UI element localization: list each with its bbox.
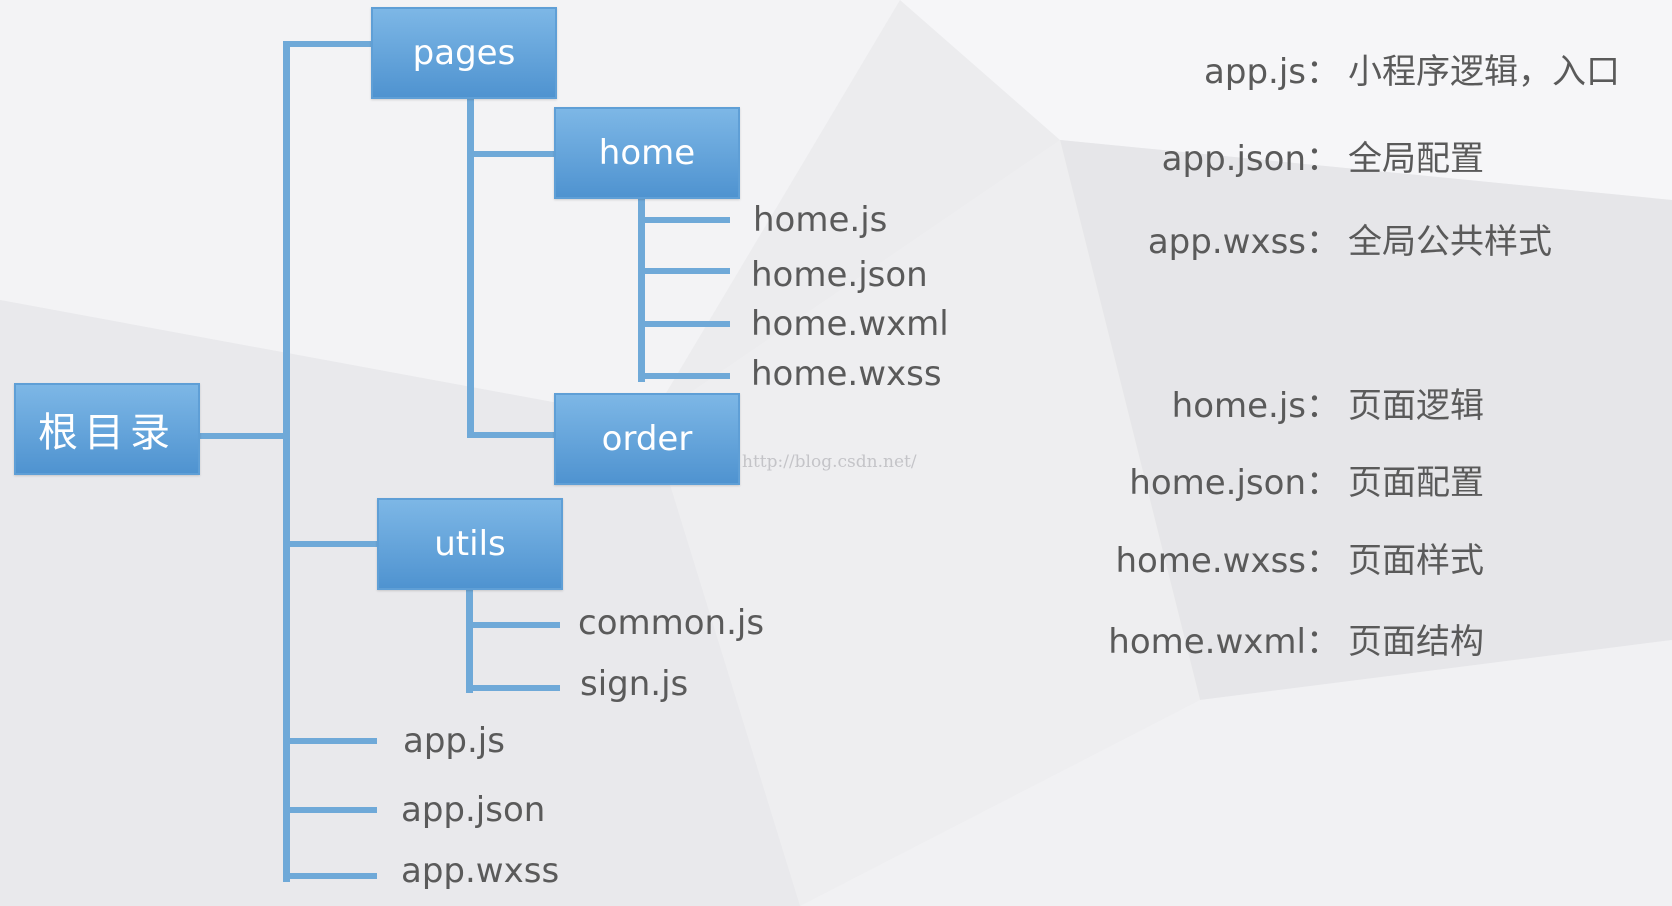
file-common-js: common.js [578, 603, 765, 643]
branch-app-json [283, 807, 377, 813]
branch-home-js [638, 217, 730, 223]
file-home-js: home.js [753, 200, 888, 240]
branch-app-js [283, 738, 377, 744]
branch-pages [283, 41, 371, 47]
file-sign-js: sign.js [580, 664, 689, 704]
branch-home-json [638, 268, 730, 274]
file-home-wxml: home.wxml [751, 304, 949, 344]
watermark: http://blog.csdn.net/ [742, 452, 917, 472]
utils-node: utils [377, 498, 563, 590]
home-node: home [554, 107, 740, 199]
branch-sign-js [466, 685, 560, 691]
branch-order [467, 432, 555, 438]
root-trunk [283, 41, 290, 882]
branch-app-wxss [283, 873, 377, 879]
file-app-json: app.json [401, 790, 546, 830]
branch-common-js [466, 622, 560, 628]
utils-trunk [466, 590, 473, 693]
branch-utils [283, 541, 377, 547]
branch-home-wxml [638, 321, 730, 327]
order-node: order [554, 393, 740, 485]
branch-home-wxss [638, 373, 730, 379]
file-home-wxss: home.wxss [751, 354, 942, 394]
pages-trunk [467, 98, 474, 438]
home-trunk [638, 198, 645, 382]
branch-home [467, 151, 555, 157]
file-home-json: home.json [751, 255, 928, 295]
root-connector [198, 433, 284, 439]
file-app-wxss: app.wxss [401, 851, 560, 891]
pages-node: pages [371, 7, 557, 99]
root-node: 根目录 [14, 383, 200, 475]
file-app-js: app.js [403, 721, 505, 761]
